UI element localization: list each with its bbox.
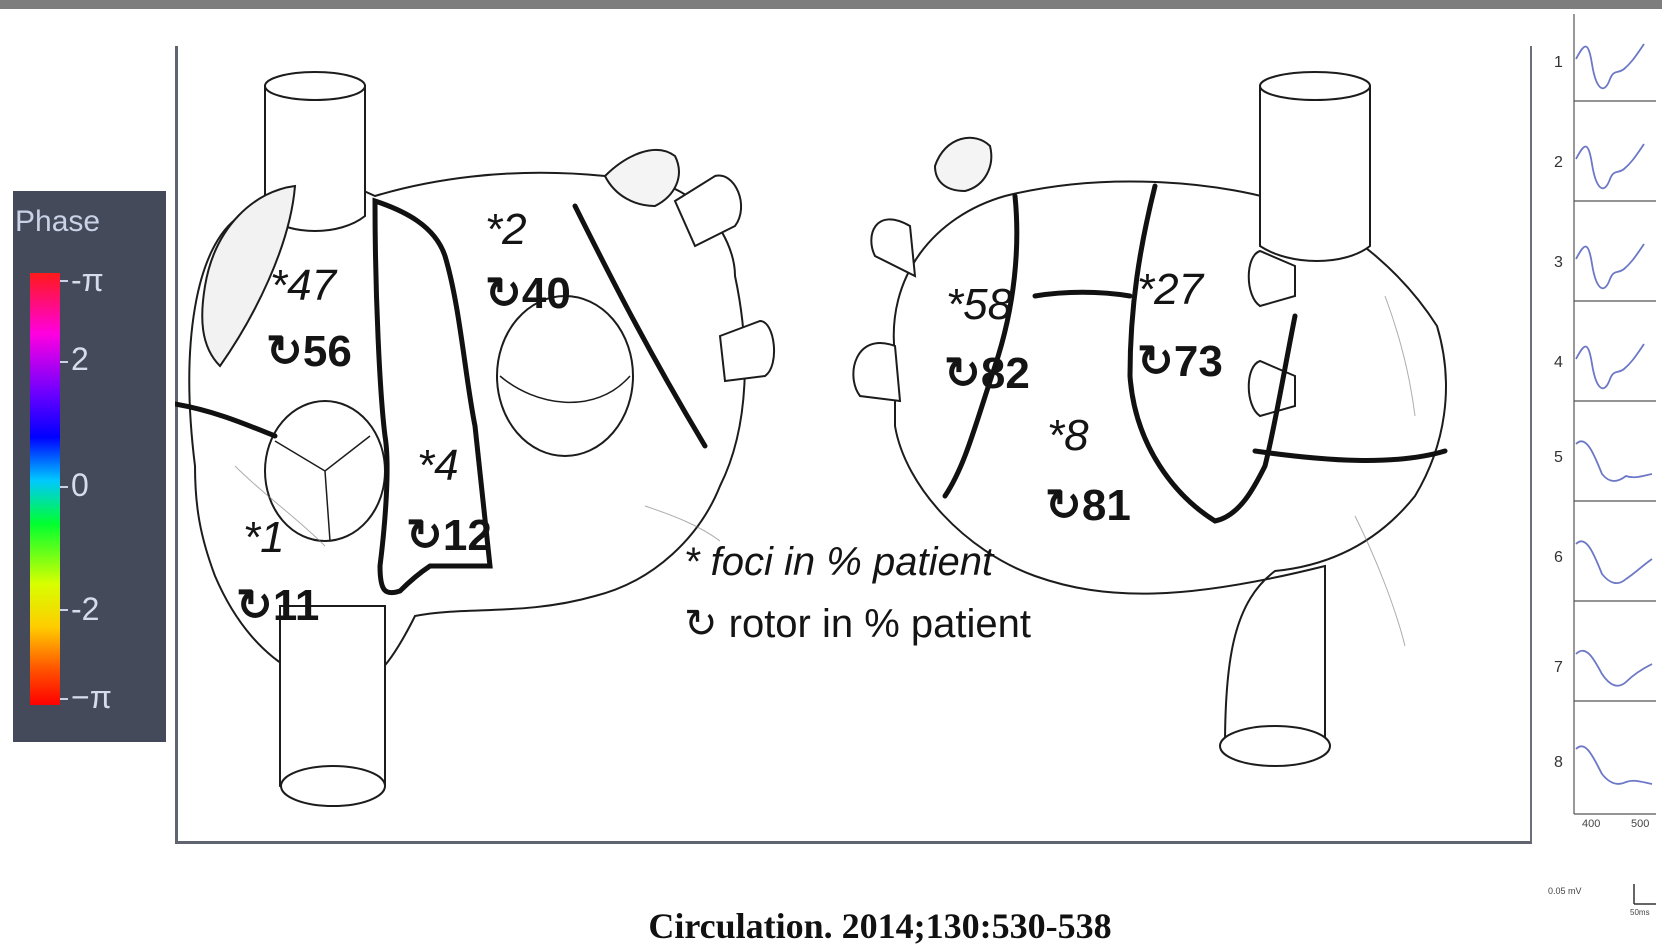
right-svc-vessel: [1260, 86, 1370, 261]
trace-number: 7: [1554, 659, 1563, 677]
colorbar-tick: [60, 486, 68, 488]
trace-5: [1576, 441, 1652, 481]
region-rotor-septal: ↻12: [406, 514, 492, 558]
citation: Circulation. 2014;130:530-538: [0, 905, 1662, 947]
traces-svg: [1546, 14, 1662, 934]
svc-opening: [265, 72, 365, 100]
colorbar-tick: [60, 280, 68, 282]
trace-x-tick: 400: [1582, 818, 1600, 830]
trace-separators: [1574, 101, 1656, 701]
region-foci-septal: *4: [417, 444, 459, 488]
region-rotor-right-a: ↻82: [944, 352, 1030, 396]
right-vein-1: [871, 219, 915, 276]
trace-number: 1: [1554, 54, 1563, 72]
colorbar-tick: [60, 698, 68, 700]
colorbar-tick: [60, 361, 68, 363]
region-foci-left-upper: *47: [270, 264, 336, 308]
right-appendage: [935, 138, 991, 191]
trace-4: [1576, 344, 1644, 388]
colorbar-label-0: 0: [71, 469, 89, 501]
region-foci-left-lower: *1: [243, 516, 285, 560]
trace-3: [1576, 244, 1644, 288]
region-foci-right-b: *27: [1137, 268, 1203, 312]
colorbar-label-pi: -π: [71, 264, 104, 296]
scale-voltage-label: 0.05 mV: [1548, 886, 1582, 896]
scale-bar: [1634, 884, 1656, 904]
colorbar-label-minus2: -2: [71, 593, 99, 625]
region-rotor-right-c: ↻81: [1045, 484, 1131, 528]
colorbar-tick: [60, 609, 68, 611]
legend-foci: * foci in % patient: [684, 542, 993, 582]
region-rotor-left-lower: ↻11: [236, 584, 319, 628]
atria-drawing: [175, 46, 1532, 844]
trace-number: 6: [1554, 549, 1563, 567]
trace-number: 8: [1554, 754, 1563, 772]
colorbar-label-2: 2: [71, 343, 89, 375]
trace-2: [1576, 144, 1644, 188]
top-bar: [0, 0, 1662, 9]
right-svc-opening: [1260, 72, 1370, 100]
right-vein-2: [853, 343, 900, 401]
colorbar-title: Phase: [15, 205, 100, 239]
trace-axis: [1574, 14, 1656, 814]
trace-7: [1576, 651, 1652, 686]
trace-number: 5: [1554, 449, 1563, 467]
phase-colorbar: Phase -π 2 0 -2 −π: [13, 191, 166, 742]
trace-number: 3: [1554, 254, 1563, 272]
legend-rotor: ↻ rotor in % patient: [684, 604, 1031, 644]
region-rotor-right-b: ↻73: [1137, 340, 1223, 384]
phase-gradient: [30, 273, 60, 705]
trace-number: 4: [1554, 354, 1563, 372]
trace-1: [1576, 44, 1644, 88]
colorbar-label-minus-pi: −π: [71, 681, 112, 713]
region-foci-right-c: *8: [1047, 414, 1089, 458]
ivc-opening: [281, 766, 385, 806]
trace-6: [1576, 541, 1652, 583]
mitral-valve: [497, 296, 633, 456]
region-rotor-left-upper: ↻56: [266, 330, 352, 374]
trace-x-tick: 500: [1631, 818, 1649, 830]
electrogram-traces: 1 2 3 4 5 6 7 8 400 500 0.05 mV 50ms: [1546, 14, 1662, 934]
right-ivc-opening: [1220, 726, 1330, 766]
region-foci-left-mid: *2: [485, 208, 527, 252]
trace-8: [1576, 746, 1652, 784]
region-rotor-left-mid: ↻40: [485, 272, 571, 316]
region-foci-right-a: *58: [946, 283, 1012, 327]
trace-number: 2: [1554, 154, 1563, 172]
